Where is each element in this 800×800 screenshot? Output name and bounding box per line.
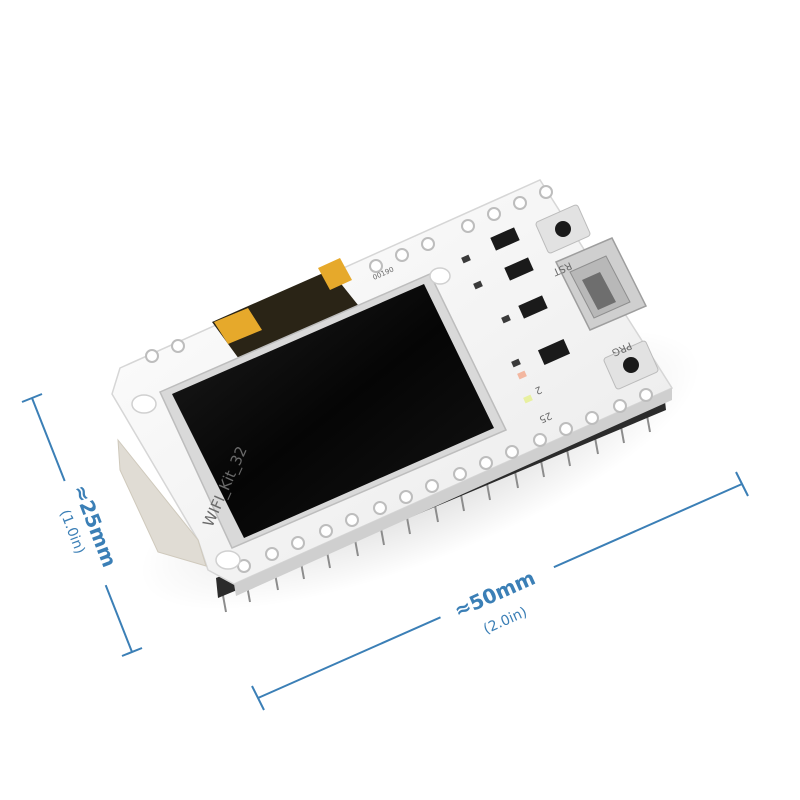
smd-components xyxy=(461,227,571,368)
pin-25-silk: 25 xyxy=(537,409,553,424)
header-holes-bottom xyxy=(237,388,653,573)
prg-button[interactable] xyxy=(603,340,659,390)
mounting-pads xyxy=(131,267,451,570)
oled-screen xyxy=(172,284,494,538)
led-orange xyxy=(517,370,527,380)
led-yellow xyxy=(523,394,533,404)
rst-button[interactable] xyxy=(535,204,591,254)
oled-flex-cable xyxy=(212,270,370,374)
micro-usb-port xyxy=(554,237,648,331)
oled-flex-tab xyxy=(214,308,262,344)
header-holes-top xyxy=(145,185,553,363)
pin-2-silk: 2 xyxy=(533,383,543,396)
